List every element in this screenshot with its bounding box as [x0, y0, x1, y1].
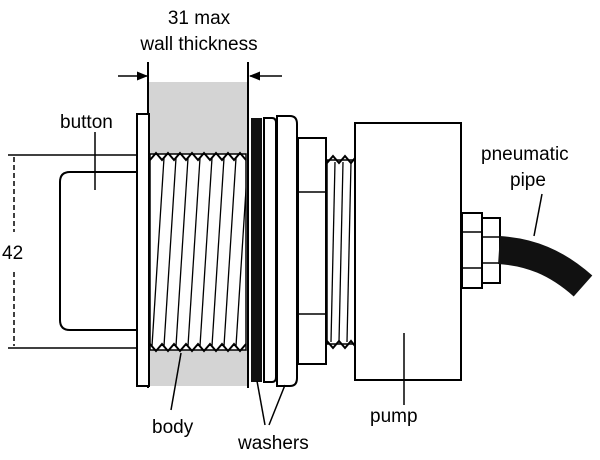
wall-thickness-label-line1: 31 max: [168, 8, 231, 29]
washer-black: [251, 118, 262, 382]
pneumatic-label-line2: pipe: [510, 170, 546, 191]
pneumatic-label-line1: pneumatic: [481, 144, 569, 165]
washers-label: washers: [237, 433, 309, 454]
washer-one: [263, 117, 277, 383]
wall-section: [148, 82, 248, 386]
body-label: body: [152, 417, 194, 438]
threaded-body: [149, 151, 247, 353]
wall-upper: [148, 82, 248, 154]
washers-leader-left: [256, 380, 266, 426]
button-shape: [59, 171, 139, 331]
washers-leader-right: [268, 384, 286, 426]
wall-lower: [148, 350, 248, 386]
pump-label: pump: [370, 406, 418, 427]
pneumatic-leader: [533, 193, 543, 237]
button-label: button: [60, 112, 113, 133]
height-dimension: [8, 154, 138, 349]
pipe-connector: [461, 212, 501, 289]
body-leader: [170, 352, 182, 411]
pump-body: [354, 122, 462, 381]
thread-stub: [326, 154, 356, 350]
bezel: [136, 113, 150, 387]
washers-group: [251, 115, 298, 387]
leader-lines: [94, 132, 543, 426]
pneumatic-hose: [497, 236, 593, 297]
wall-thickness-label-line2: wall thickness: [139, 34, 257, 55]
wall-thickness-dimension: [118, 71, 282, 81]
washer-two: [276, 115, 298, 387]
dimension-42-label: 42: [2, 243, 23, 264]
lock-nut: [297, 137, 327, 365]
